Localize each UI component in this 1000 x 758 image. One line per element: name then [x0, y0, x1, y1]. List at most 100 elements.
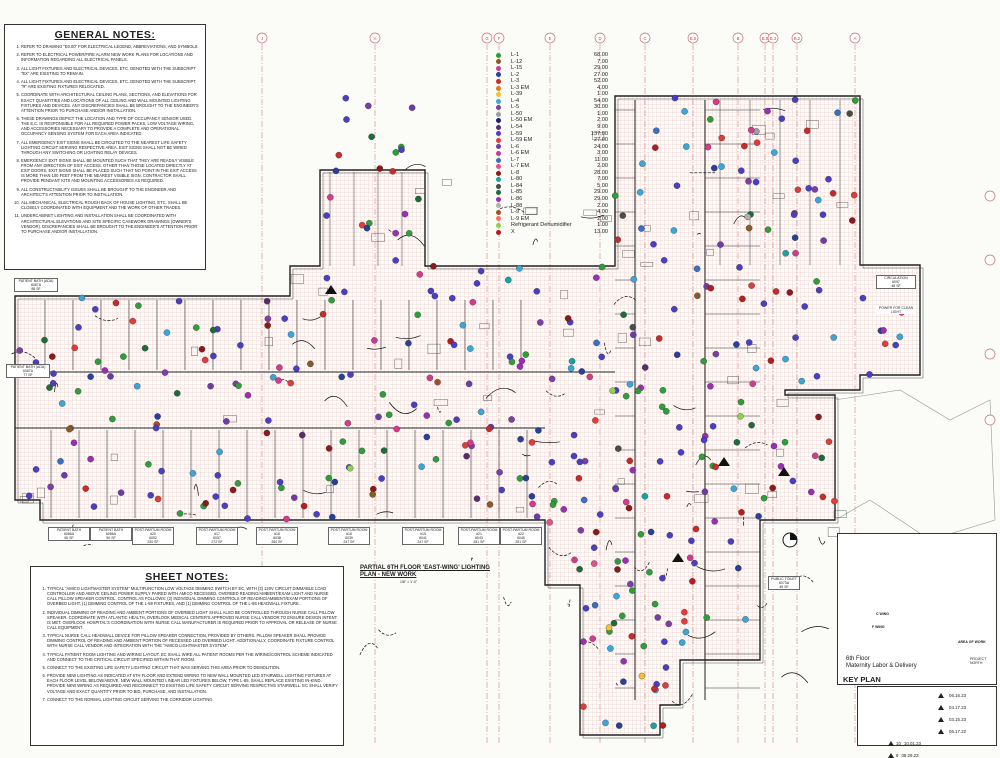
room-tag-area: 230 SF [134, 540, 172, 544]
light-fixture-icon [177, 510, 183, 516]
light-fixture-icon [519, 358, 525, 364]
light-fixture-icon [402, 211, 408, 217]
light-fixture-icon [329, 297, 335, 303]
light-fixture-icon [509, 359, 515, 365]
light-fixture-icon [329, 514, 335, 520]
key-plan-floor-info: 6th Floor Maternity Labor & Delivery [846, 656, 917, 670]
light-fixture-icon [509, 416, 515, 422]
light-fixture-icon [430, 263, 436, 269]
light-fixture-icon [534, 288, 540, 294]
light-fixture-icon [72, 345, 78, 351]
legend-swatch-icon [496, 144, 501, 149]
light-fixture-icon [745, 178, 751, 184]
light-fixture-icon [688, 538, 694, 544]
grid-bubble: B.2 [792, 33, 802, 43]
light-fixture-icon [79, 295, 85, 301]
light-fixture-icon [642, 364, 648, 370]
light-fixture-icon [621, 658, 627, 664]
light-fixture-icon [799, 378, 805, 384]
light-fixture-icon [678, 449, 684, 455]
light-fixture-icon [26, 493, 32, 499]
light-fixture-icon [454, 417, 460, 423]
light-fixture-icon [731, 486, 737, 492]
light-fixture-icon [50, 371, 56, 377]
note-item: TYPICAL PATIENT ROOM LIGHTING AND WIRING… [47, 652, 338, 662]
grid-bubble-label: A [854, 36, 857, 41]
light-fixture-icon [804, 128, 810, 134]
light-fixture-icon [159, 468, 165, 474]
light-fixture-icon [746, 339, 752, 345]
light-fixture-icon [359, 448, 365, 454]
note-item: INDIVIDUAL DIMMING OF READING AND AMBIEN… [47, 610, 338, 630]
light-fixture-icon [679, 640, 685, 646]
room-tag-name: POST-PARTUM ROOM #16 [258, 528, 296, 536]
light-fixture-icon [208, 383, 214, 389]
revision-delta-icon [888, 753, 894, 758]
light-fixture-icon [753, 365, 759, 371]
light-fixture-icon [835, 110, 841, 116]
light-fixture-icon [369, 134, 375, 140]
grid-bubble-label: C [643, 36, 646, 41]
light-fixture-icon [753, 179, 759, 185]
room-tag-area: 45 SF [770, 585, 798, 589]
light-fixture-icon [265, 322, 271, 328]
light-fixture-icon [406, 230, 412, 236]
legend-swatch-icon [496, 216, 501, 221]
light-fixture-icon [578, 527, 584, 533]
wiring-run [781, 673, 808, 683]
light-fixture-icon [893, 342, 899, 348]
light-fixture-icon [779, 116, 785, 122]
wiring-run [801, 627, 828, 632]
light-fixture-icon [576, 475, 582, 481]
grid-bubble-label: D [598, 36, 601, 41]
light-fixture-icon [619, 613, 625, 619]
light-fixture-icon [825, 176, 831, 182]
key-plan-title: KEY PLAN [843, 675, 881, 684]
light-fixture-icon [691, 560, 697, 566]
light-fixture-icon [371, 337, 377, 343]
light-fixture-icon [568, 365, 574, 371]
light-fixture-icon [529, 493, 535, 499]
light-fixture-icon [203, 500, 209, 506]
light-fixture-icon [516, 265, 522, 271]
light-fixture-icon [581, 497, 587, 503]
note-item: REFER TO ELECTRICAL POWER/FIRE ALARM NEW… [21, 52, 200, 62]
legend-swatch-icon [496, 223, 501, 228]
light-fixture-icon [377, 166, 383, 172]
light-fixture-icon [88, 456, 94, 462]
grid-bubble: F [494, 33, 504, 43]
light-fixture-icon [627, 381, 633, 387]
light-fixture-icon [142, 345, 148, 351]
light-fixture-icon [651, 723, 657, 729]
note-item: EMERGENCY EXIT SIGNS SHALL BE MOUNTED SU… [21, 158, 200, 183]
light-fixture-icon [667, 532, 673, 538]
legend-swatch-icon [496, 138, 501, 143]
light-fixture-icon [88, 374, 94, 380]
grid-bubble-label: B [737, 36, 740, 41]
light-fixture-icon [702, 489, 708, 495]
light-fixture-icon [419, 464, 425, 470]
room-tag-area: 50 SF [92, 536, 130, 540]
light-fixture-icon [217, 449, 223, 455]
light-fixture-icon [713, 464, 719, 470]
room-tag-patient-bath: PATIENT BATH (ADA) 6087A 88 SF [14, 278, 58, 292]
light-fixture-icon [57, 458, 63, 464]
light-fixture-icon [635, 388, 641, 394]
light-fixture-icon [808, 489, 814, 495]
light-fixture-icon [411, 402, 417, 408]
light-fixture-icon [699, 454, 705, 460]
light-fixture-icon [792, 97, 798, 103]
light-fixture-icon [530, 501, 536, 507]
light-fixture-icon [332, 479, 338, 485]
casework-outline [442, 180, 451, 186]
revision-date: 10.01.23 [904, 741, 921, 746]
light-fixture-icon [17, 347, 23, 353]
grid-bubble: E [545, 33, 555, 43]
light-fixture-icon [109, 416, 115, 422]
grid-bubble: B.3 [768, 33, 778, 43]
note-item: CONNECT TO THE EXISTING LIFE SAFETY LIGH… [47, 665, 338, 670]
light-fixture-icon [793, 335, 799, 341]
